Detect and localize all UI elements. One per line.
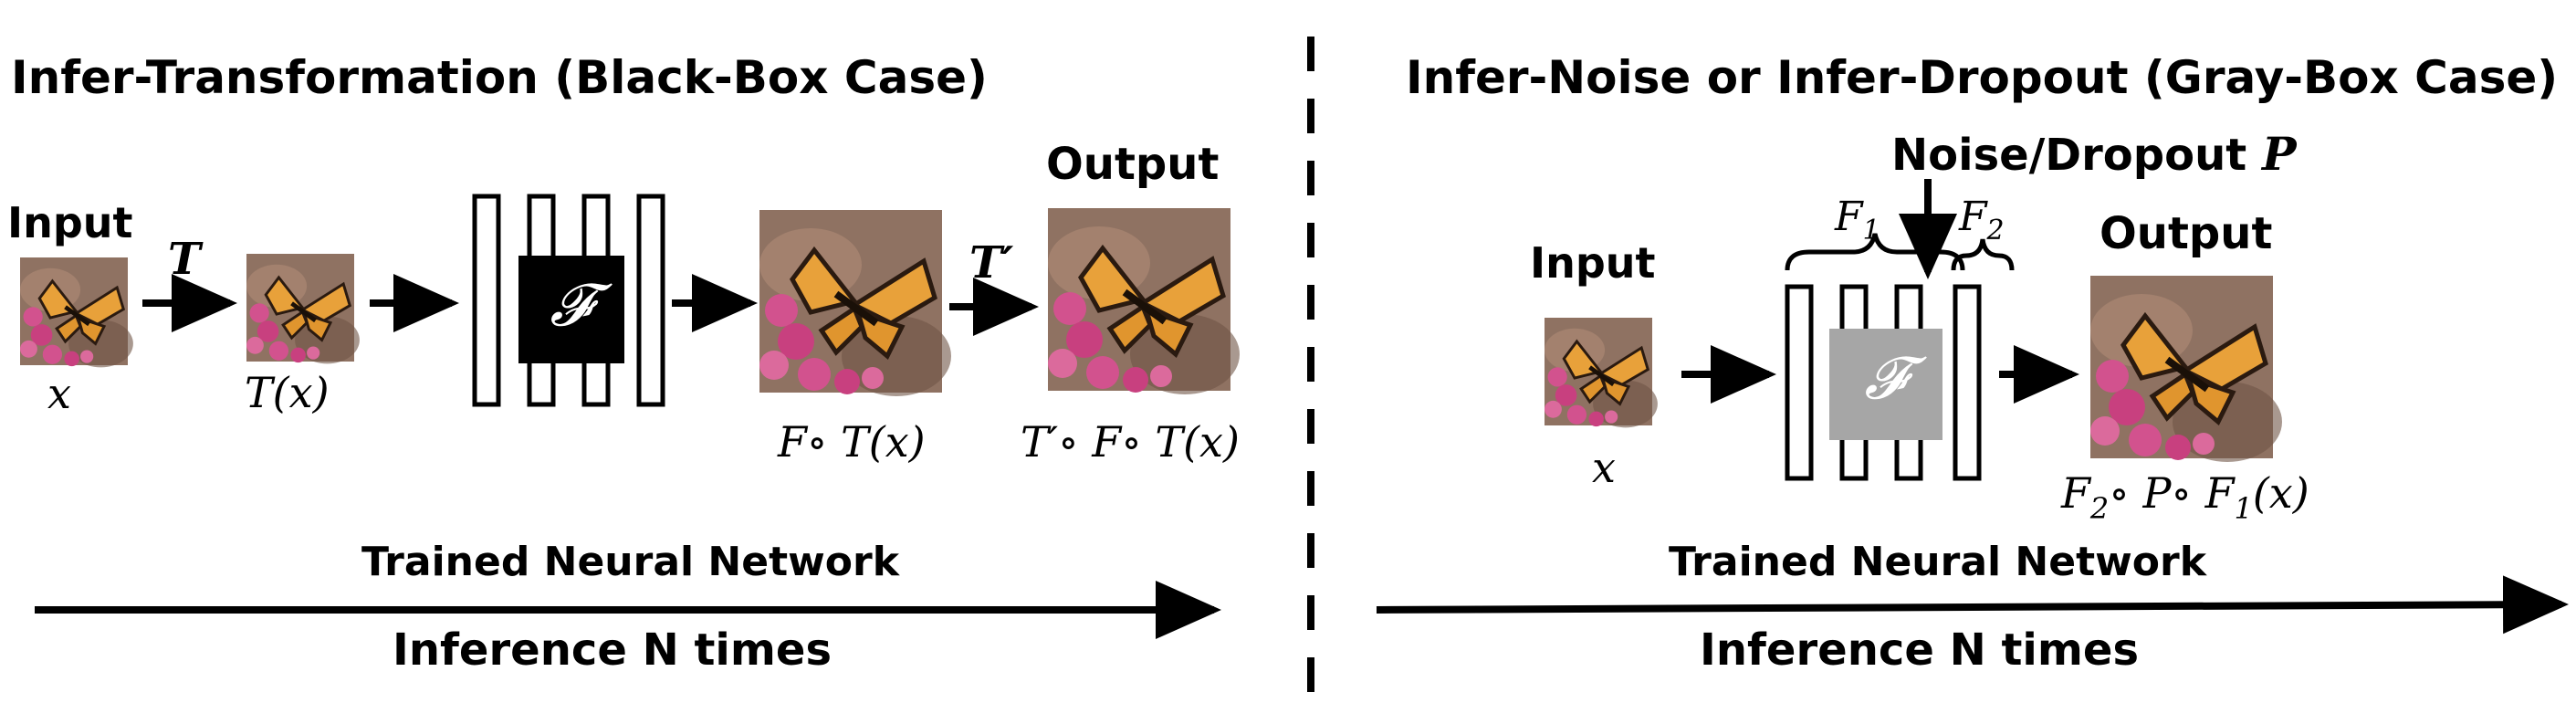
left-input-label: Input xyxy=(7,198,133,247)
right-inference-caption: Inference N times xyxy=(1700,624,2139,676)
ftx-label: F∘ T(x) xyxy=(777,417,926,467)
right-x-label: x xyxy=(1592,443,1616,492)
input-image xyxy=(20,257,133,367)
left-output-formula: T′∘ F∘ T(x) xyxy=(1021,417,1240,467)
right-input-image xyxy=(1545,318,1658,427)
right-output-label: Output xyxy=(2100,208,2272,259)
transformed-image xyxy=(246,254,360,363)
noise-label: Noise/Dropout xyxy=(1891,130,2246,181)
inverse-transform-label: T′ xyxy=(969,237,1014,289)
right-input-label: Input xyxy=(1530,238,1656,288)
right-network-caption: Trained Neural Network xyxy=(1669,539,2208,585)
right-output-formula: F2∘ P∘ F1(x) xyxy=(2060,468,2309,526)
f1-brace xyxy=(1785,233,1965,271)
tx-label: T(x) xyxy=(245,368,330,417)
left-output-label: Output xyxy=(1046,139,1219,190)
network-output-image xyxy=(759,210,951,396)
x-label: x xyxy=(47,369,71,418)
noise-symbol: P xyxy=(2260,127,2298,181)
transform-label: T xyxy=(168,234,204,285)
left-network-caption: Trained Neural Network xyxy=(361,539,901,585)
gray-box-network xyxy=(1829,329,1942,440)
f1-label: F1 xyxy=(1834,194,1880,247)
left-title: Infer-Transformation (Black-Box Case) xyxy=(11,51,988,104)
left-output-image xyxy=(1048,208,1240,394)
right-inference-arrow xyxy=(1376,575,2569,635)
f2-label: F2 xyxy=(1958,194,2005,247)
right-output-image xyxy=(2090,276,2282,462)
f2-brace xyxy=(1951,238,2015,271)
right-title: Infer-Noise or Infer-Dropout (Gray-Box C… xyxy=(1406,51,2558,104)
black-box-network xyxy=(518,256,624,363)
left-inference-caption: Inference N times xyxy=(393,624,832,676)
